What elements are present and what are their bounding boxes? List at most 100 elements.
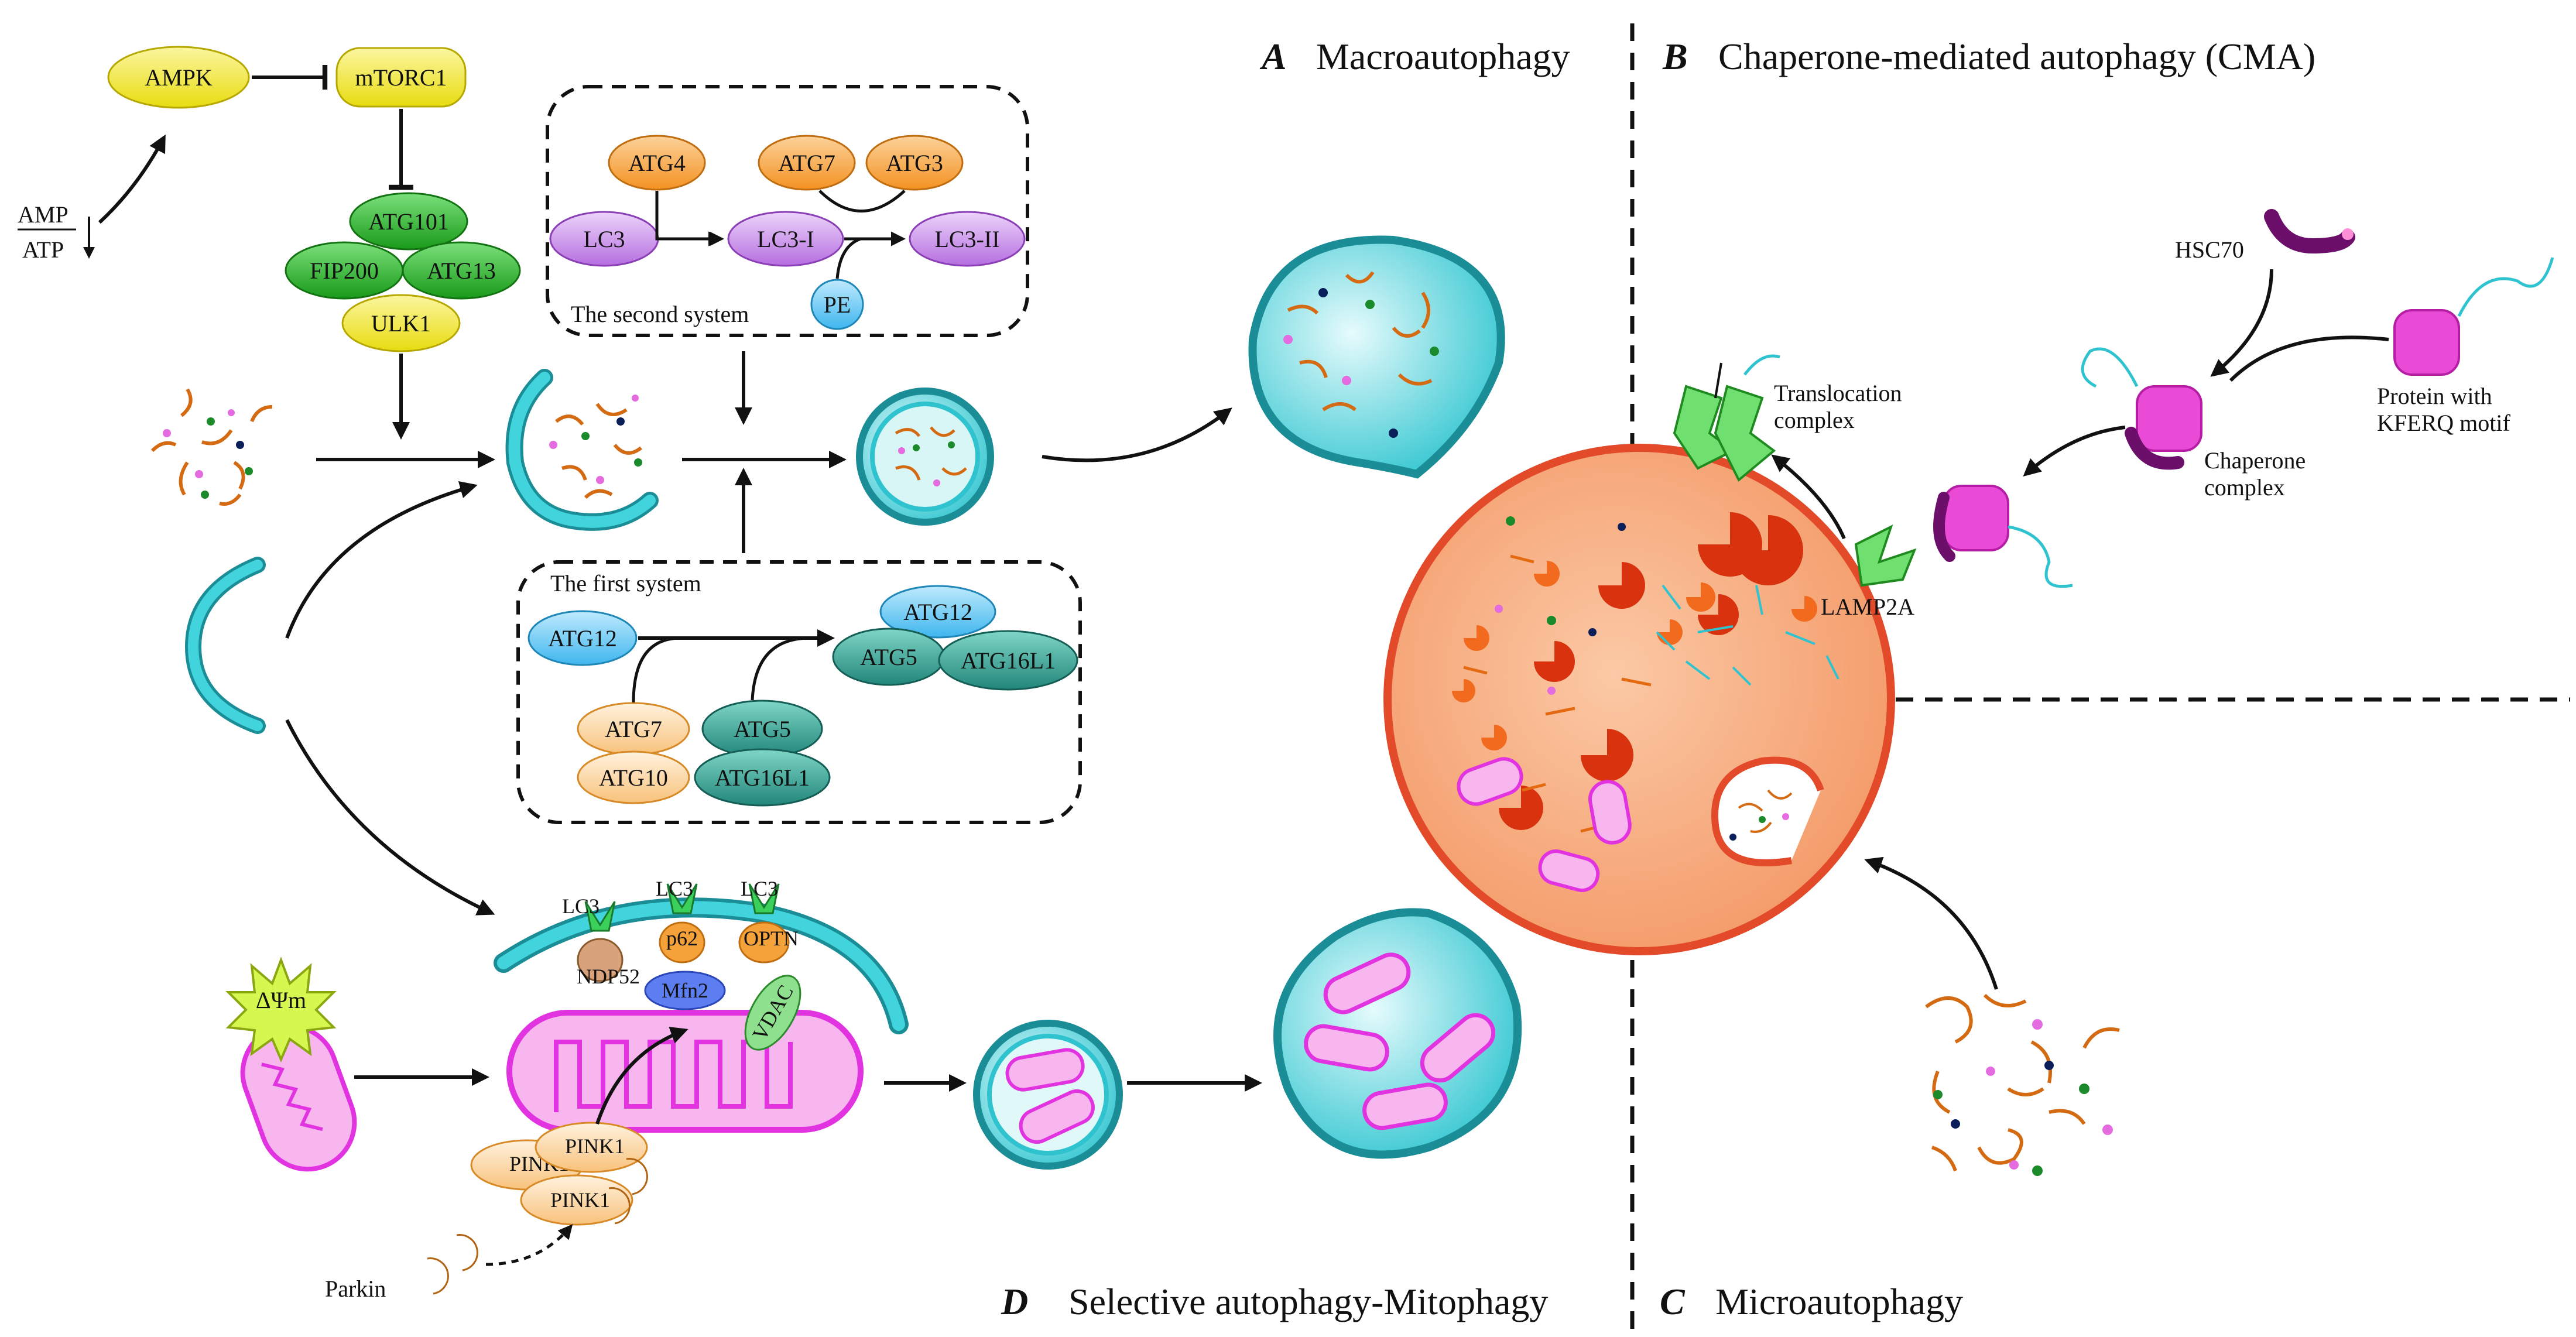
svg-text:NDP52: NDP52: [577, 965, 640, 988]
second-system-lc3-ii: LC3-II: [909, 211, 1026, 267]
svg-text:ATG12: ATG12: [903, 599, 972, 625]
svg-text:LC3: LC3: [562, 894, 600, 918]
second-system-lc3-i: LC3-I: [727, 211, 844, 267]
autophagosome-to-fusion-arrow: [1042, 407, 1232, 462]
translocation-label-line2: complex: [1774, 407, 1855, 433]
hsc70-label: HSC70: [2175, 236, 2244, 263]
second-system-title: The second system: [571, 301, 749, 327]
lc3-receptor-3: LC3 OPTN: [738, 877, 799, 964]
section-a-letter: A: [1259, 36, 1287, 77]
chaperone-to-lamp2a-arrow: [2023, 426, 2126, 476]
protein-label-line1: Protein with: [2377, 383, 2492, 409]
first-system-atg10: ATG10: [577, 750, 690, 804]
svg-text:LC3-II: LC3-II: [934, 226, 999, 252]
svg-text:p62: p62: [666, 927, 698, 950]
membrane-to-mitophagy-arrow: [285, 719, 495, 916]
svg-text:ULK1: ULK1: [371, 310, 431, 337]
second-system-atg7: ATG7: [758, 135, 856, 191]
first-system-atg16l1: ATG16L1: [694, 748, 831, 807]
cma-pacman-large: [1686, 515, 1817, 622]
translocation-complex-icon: [1673, 385, 1776, 482]
chaperone-complex-icon: [2081, 347, 2202, 470]
lc3-receptor-2: LC3 p62: [656, 877, 705, 964]
amp-atp-ratio: AMP ATP: [18, 201, 95, 263]
second-system-atg4: ATG4: [608, 135, 706, 191]
svg-text:LC3-I: LC3-I: [757, 226, 814, 252]
chaperone-label-line2: complex: [2204, 474, 2285, 500]
atg5-join: [751, 636, 809, 701]
svg-text:mTORC1: mTORC1: [355, 64, 447, 91]
section-c-letter: C: [1660, 1281, 1686, 1322]
svg-text:ATG12: ATG12: [548, 625, 617, 652]
phagophore-cargo: [555, 403, 642, 499]
first-system-box: [516, 560, 1082, 824]
pink1-to-receptor-arrow: [595, 1027, 688, 1125]
atg4-arrow: [655, 191, 723, 246]
first-system-complex: ATG12 ATG5 ATG16L1: [832, 585, 1078, 691]
second-system-box: [546, 85, 1029, 337]
svg-text:ΔΨm: ΔΨm: [256, 987, 306, 1013]
section-d-letter: D: [1001, 1281, 1028, 1322]
micro-vesicle-cargo: [1738, 789, 1793, 833]
fusing-autophagosome: [1248, 235, 1505, 479]
svg-text:PINK1: PINK1: [550, 1188, 610, 1212]
svg-text:AMPK: AMPK: [145, 64, 213, 91]
delta-psi-star: ΔΨm: [225, 957, 337, 1063]
microautophagy-invagination: [1711, 756, 1824, 866]
phagophore-dots: [549, 395, 642, 484]
translocation-label-line1: Translocation: [1774, 380, 1902, 406]
section-c-title: Microautophagy: [1715, 1281, 1963, 1322]
autophagosome: [856, 388, 994, 526]
svg-text:ATG5: ATG5: [860, 644, 917, 670]
cma-peptides: [1656, 584, 1839, 686]
protein-label-line2: KFERQ motif: [2377, 410, 2510, 436]
lamp2a-to-translocation-arrow: [1771, 454, 1846, 540]
protein-to-chaperone-arrow: [2229, 335, 2389, 382]
hsc70-to-chaperone-arrow: [2210, 269, 2273, 377]
lamp2a-label: LAMP2A: [1821, 594, 1914, 620]
hydrolase-pacmen: [1499, 512, 1762, 830]
section-d-title: Selective autophagy-Mitophagy: [1068, 1281, 1548, 1322]
lysosome-mitochondria: [1457, 757, 1632, 892]
membrane-to-phagophore-arrow: [285, 481, 478, 639]
bound-substrate-icon: [1933, 485, 2073, 588]
micro-cargo-to-lysosome-arrow: [1864, 856, 1998, 990]
lysosome: [1383, 444, 1895, 955]
svg-text:ATG5: ATG5: [734, 716, 791, 742]
atg7-atg3-join: [818, 190, 906, 212]
svg-text:Mfn2: Mfn2: [662, 979, 708, 1002]
second-system-lc3: LC3: [549, 211, 659, 267]
parkin-to-pink1-arrow: [485, 1224, 573, 1266]
mtorc1-node: mTORC1: [335, 47, 467, 108]
pink1-cluster: PINK1 PINK1 PINK1: [470, 1122, 648, 1226]
pe-join: [835, 237, 861, 279]
svg-text:PINK1: PINK1: [565, 1134, 625, 1158]
cargo-dots: [163, 409, 253, 499]
svg-text:ATG4: ATG4: [628, 150, 686, 176]
svg-text:ATG13: ATG13: [427, 258, 496, 284]
atg7-join: [632, 636, 680, 703]
section-b-title: Chaperone-mediated autophagy (CMA): [1718, 36, 2315, 77]
svg-text:OPTN: OPTN: [744, 927, 799, 950]
svg-text:ATG16L1: ATG16L1: [715, 765, 810, 791]
first-system-atg7: ATG7: [577, 702, 690, 756]
section-b-letter: B: [1662, 36, 1688, 77]
lamp2a-receptor: [1854, 524, 1917, 587]
ulk1-complex: ATG101 FIP200 ATG13 ULK1: [285, 192, 521, 352]
second-system-atg3: ATG3: [865, 135, 964, 191]
ampk-node: AMPK: [107, 46, 250, 109]
svg-text:LC3: LC3: [583, 226, 625, 252]
micro-cargo-cluster: [1925, 993, 2120, 1172]
first-system-atg12: ATG12: [527, 610, 638, 666]
micro-cargo-dots: [1933, 1019, 2113, 1176]
svg-text:ATG7: ATG7: [605, 716, 662, 742]
amp-to-ampk-arrow: [98, 134, 166, 224]
fusing-mitophagosome: [1273, 908, 1522, 1159]
svg-text:LC3: LC3: [656, 877, 693, 900]
svg-text:ATG3: ATG3: [886, 150, 943, 176]
second-system-pe: PE: [810, 279, 864, 330]
svg-text:PE: PE: [824, 292, 851, 318]
cargo-cluster: [150, 388, 273, 506]
parkin-label: Parkin: [325, 1276, 386, 1302]
